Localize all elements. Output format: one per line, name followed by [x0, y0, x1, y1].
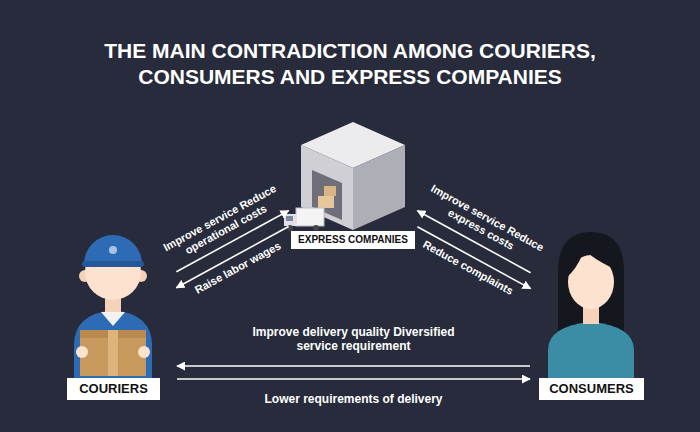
arrow-connector	[177, 365, 530, 367]
arrow-connector	[177, 378, 530, 380]
diagram-title: THE MAIN CONTRADICTION AMONG COURIERS, C…	[70, 38, 630, 91]
consumer-figure	[548, 232, 634, 382]
actor-node: EXPRESS COMPANIES	[293, 118, 413, 249]
edge-label: Lower requirements of delivery	[229, 392, 479, 406]
actor-label: EXPRESS COMPANIES	[291, 231, 415, 249]
actor-node: CONSUMERS	[535, 228, 648, 400]
edge-label: Improve delivery quality Diversified ser…	[238, 325, 470, 354]
warehouse-cube	[284, 122, 405, 231]
actor-label: CONSUMERS	[539, 378, 644, 400]
actor-node: COURIERS	[55, 228, 172, 400]
courier-figure	[74, 235, 152, 382]
actor-label: COURIERS	[67, 378, 160, 400]
